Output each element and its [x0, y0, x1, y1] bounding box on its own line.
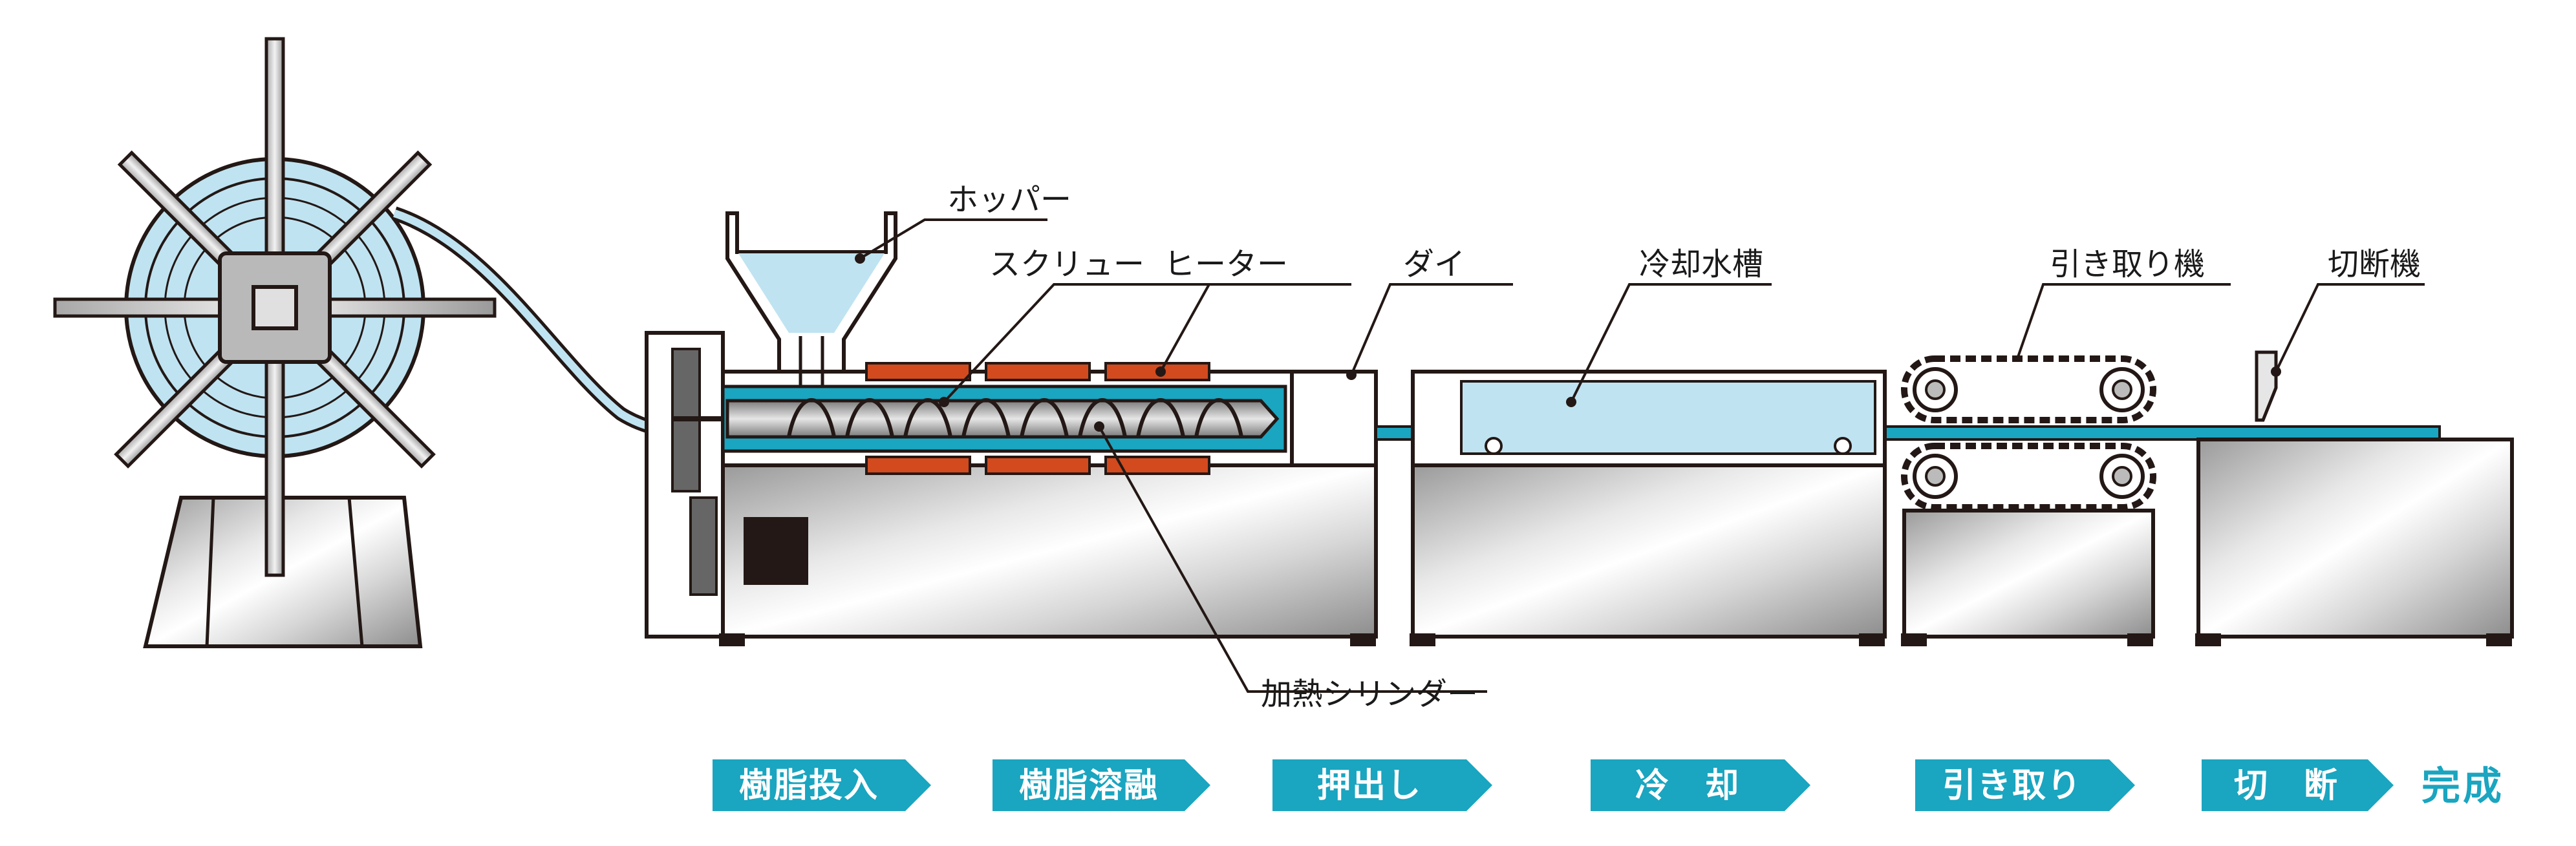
- puller-belt-top: [1901, 355, 2156, 423]
- extruder-base: [721, 463, 1378, 639]
- heater-top-1: [865, 362, 971, 381]
- cooling-water: [1460, 380, 1876, 455]
- material-reel: [53, 37, 712, 648]
- label-puller: 引き取り機: [2050, 246, 2205, 282]
- label-heater: ヒーター: [1164, 246, 1288, 282]
- step-pulling: 引き取り: [1915, 759, 2135, 811]
- extruder: [645, 211, 1378, 646]
- puller: [1901, 355, 2156, 646]
- motor: [744, 517, 808, 585]
- step-resin-melting: 樹脂溶融: [993, 759, 1210, 811]
- label-complete: 完成: [2421, 764, 2504, 809]
- cooling-tank-base: [1411, 463, 1887, 639]
- drive-gear-lower: [689, 496, 718, 596]
- cutter: [2195, 350, 2514, 646]
- svg-text:樹脂溶融: 樹脂溶融: [1019, 767, 1159, 805]
- die: [1290, 370, 1378, 467]
- svg-text:引き取り: 引き取り: [1942, 767, 2082, 805]
- label-heating-cylinder: 加熱シリンダー: [1261, 676, 1478, 712]
- heater-bottom-2: [985, 456, 1091, 475]
- svg-text:押出し: 押出し: [1317, 767, 1422, 805]
- svg-text:切 断: 切 断: [2234, 767, 2339, 805]
- label-cutter: 切断機: [2328, 246, 2421, 282]
- process-steps: 樹脂投入 樹脂溶融 押出し 冷 却 引き取り 切 断 完成: [713, 759, 2504, 811]
- svg-text:冷 却: 冷 却: [1635, 767, 1740, 805]
- cutter-base: [2196, 438, 2514, 639]
- puller-base: [1902, 509, 2155, 639]
- label-hopper: ホッパー: [947, 182, 1071, 218]
- puller-belt-bottom: [1901, 443, 2156, 511]
- label-die: ダイ: [1403, 246, 1465, 282]
- label-cooling-tank: 冷却水槽: [1639, 246, 1763, 282]
- step-cutting: 切 断: [2202, 759, 2394, 811]
- label-screw: スクリュー: [989, 246, 1144, 282]
- heater-top-2: [985, 362, 1091, 381]
- cutter-blade: [2255, 350, 2278, 422]
- step-cooling: 冷 却: [1591, 759, 1810, 811]
- step-extrusion: 押出し: [1272, 759, 1492, 811]
- cooling-tank: [1410, 370, 1887, 646]
- svg-text:樹脂投入: 樹脂投入: [739, 767, 879, 805]
- heater-bottom-1: [865, 456, 971, 475]
- step-resin-input: 樹脂投入: [713, 759, 931, 811]
